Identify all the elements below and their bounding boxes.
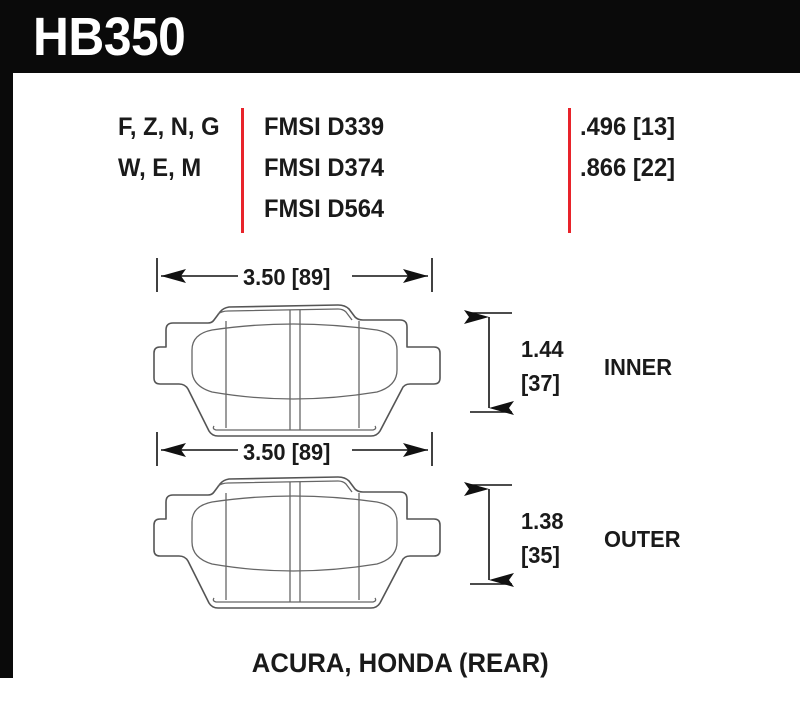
pad-position-label-inner: INNER xyxy=(604,354,672,380)
dimension-width-outer xyxy=(156,432,433,466)
width-label-inner: 3.50 [89] xyxy=(243,264,331,290)
thickness-value-2: .866 [22] xyxy=(580,154,676,182)
pad-drawing-inner xyxy=(153,304,441,437)
height-label-outer-mm: [35] xyxy=(521,542,560,568)
dimension-width-inner xyxy=(156,258,433,292)
dimension-height-outer xyxy=(464,482,514,587)
height-label-inner-mm: [37] xyxy=(521,370,560,396)
height-label-outer-inches: 1.38 xyxy=(521,508,564,534)
compound-codes-line-1: F, Z, N, G xyxy=(118,113,220,141)
vehicle-application-caption: ACURA, HONDA (REAR) xyxy=(0,648,800,679)
pad-position-label-outer: OUTER xyxy=(604,526,681,552)
header-band xyxy=(0,0,800,73)
fmsi-number-2: FMSI D374 xyxy=(264,154,385,182)
divider-red-right xyxy=(568,108,571,233)
pad-drawing-outer xyxy=(153,476,441,609)
fmsi-number-1: FMSI D339 xyxy=(264,113,385,141)
left-border-bar xyxy=(0,73,13,678)
width-label-outer: 3.50 [89] xyxy=(243,439,331,465)
height-label-inner-inches: 1.44 xyxy=(521,336,564,362)
caption-text: ACURA, HONDA (REAR) xyxy=(251,648,549,678)
compound-codes-line-2: W, E, M xyxy=(118,154,202,182)
page-title: HB350 xyxy=(33,7,186,67)
fmsi-number-3: FMSI D564 xyxy=(264,195,385,223)
divider-red-left xyxy=(241,108,244,233)
dimension-height-inner xyxy=(464,310,514,415)
thickness-value-1: .496 [13] xyxy=(580,113,676,141)
